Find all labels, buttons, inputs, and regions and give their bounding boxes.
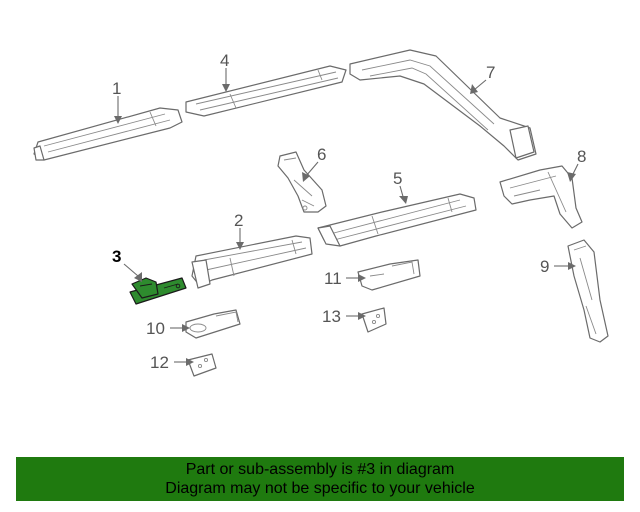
part-13-plate[interactable] [361, 307, 387, 333]
callout-1: 1 [112, 79, 121, 98]
callout-12: 12 [150, 353, 169, 372]
callout-7: 7 [486, 63, 495, 82]
callout-11: 11 [324, 269, 342, 288]
part-10-clip[interactable] [185, 309, 241, 339]
callout-3: 3 [112, 247, 121, 266]
callout-4: 4 [220, 51, 229, 70]
part-2-duct[interactable] [191, 235, 313, 289]
info-banner: Part or sub-assembly is #3 in diagram Di… [16, 457, 624, 501]
callout-leaders [114, 68, 579, 366]
part-3-bracket-highlighted[interactable] [129, 277, 187, 305]
part-12-plate[interactable] [187, 353, 217, 377]
callout-13: 13 [322, 307, 341, 326]
callout-6: 6 [317, 145, 326, 164]
part-8-duct[interactable] [499, 165, 583, 229]
callout-5: 5 [393, 169, 402, 188]
callout-8: 8 [577, 147, 586, 166]
part-1-duct[interactable] [33, 107, 183, 161]
callout-10: 10 [146, 319, 165, 338]
callout-2: 2 [234, 211, 243, 230]
part-11-clip[interactable] [357, 259, 421, 291]
callout-labels: 1 2 3 4 5 6 7 8 9 10 11 12 13 [112, 51, 586, 372]
part-6-bracket[interactable] [277, 151, 327, 213]
banner-line-1: Part or sub-assembly is #3 in diagram [185, 461, 455, 478]
part-7-duct[interactable] [349, 49, 537, 161]
banner-line-2: Diagram may not be specific to your vehi… [165, 480, 475, 497]
part-9-duct[interactable] [567, 239, 609, 343]
part-4-duct[interactable] [185, 65, 347, 117]
part-5-duct[interactable] [317, 193, 477, 247]
callout-9: 9 [540, 257, 549, 276]
